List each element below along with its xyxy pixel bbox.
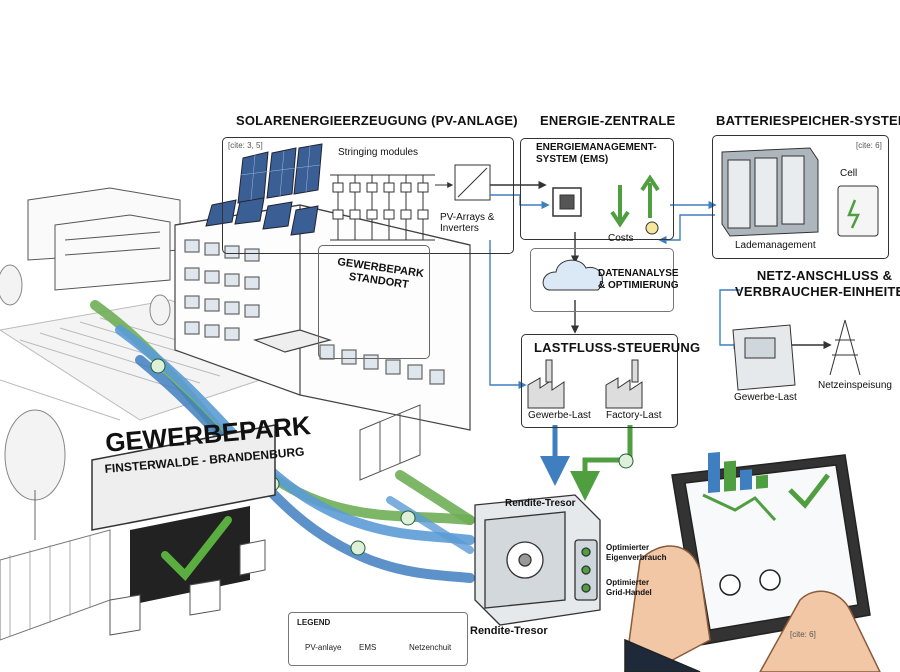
feed-in-label: Netzeinspeisung bbox=[818, 380, 892, 391]
vault-option-2-text: Optimierter Grid-Handel bbox=[606, 578, 652, 597]
cell-label: Cell bbox=[840, 168, 857, 179]
tablet-cite: [cite: 6] bbox=[790, 630, 816, 639]
lade-label: Lademanagement bbox=[735, 240, 816, 251]
vault-title-bottom: Rendite-Tresor bbox=[470, 625, 548, 637]
battery-section-title: BATTERIESPEICHER-SYSTEM bbox=[716, 113, 900, 128]
pv-section-title: SOLARENERGIEERZEUGUNG (PV-ANLAGE) bbox=[236, 113, 518, 128]
legend-item-grid: Netzenchuit bbox=[409, 643, 451, 652]
center-section-title: ENERGIE-ZENTRALE bbox=[540, 113, 675, 128]
grid-last-label: Gewerbe-Last bbox=[734, 392, 797, 403]
grid-title-text: NETZ-ANSCHLUSS & VERBRAUCHER-EINHEITEN bbox=[735, 268, 900, 299]
vault-option-2: Optimierter Grid-Handel bbox=[606, 578, 652, 598]
stringing-label: Stringing modules bbox=[338, 147, 418, 158]
analysis-label: DATENANALYSE & OPTIMIERUNG bbox=[598, 268, 679, 292]
vault-title: Rendite-Tresor bbox=[505, 498, 576, 509]
ems-text: ENERGIEMANAGEMENT- SYSTEM (EMS) bbox=[536, 142, 657, 165]
grid-section-title: NETZ-ANSCHLUSS & VERBRAUCHER-EINHEITEN bbox=[735, 268, 900, 300]
legend: LEGEND PV-anlaye EMS Netzenchuit bbox=[288, 612, 468, 666]
vault-drawing bbox=[475, 495, 600, 625]
battery-cite: [cite: 6] bbox=[856, 141, 882, 150]
ems-label: ENERGIEMANAGEMENT- SYSTEM (EMS) bbox=[536, 142, 657, 166]
pv-cite: [cite: 3, 5] bbox=[228, 141, 263, 150]
gewerbe-last-label: Gewerbe-Last bbox=[528, 410, 591, 421]
costs-label: Costs bbox=[608, 233, 634, 244]
factory-last-label: Factory-Last bbox=[606, 410, 662, 421]
pv-arrays-label: PV-Arrays & Inverters bbox=[440, 212, 494, 234]
background-buildings bbox=[28, 188, 180, 290]
legend-item-ems: EMS bbox=[359, 643, 376, 652]
legend-title: LEGEND bbox=[297, 618, 330, 627]
pv-arrays-text: PV-Arrays & Inverters bbox=[440, 212, 494, 234]
vault-option-1-text: Optimierter Eigenverbrauch bbox=[606, 543, 666, 562]
legend-item-pv: PV-anlaye bbox=[305, 643, 341, 652]
vault-option-1: Optimierter Eigenverbrauch bbox=[606, 543, 666, 563]
analysis-text: DATENANALYSE & OPTIMIERUNG bbox=[598, 268, 679, 291]
load-section-title: LASTFLUSS-STEUERUNG bbox=[534, 340, 700, 355]
